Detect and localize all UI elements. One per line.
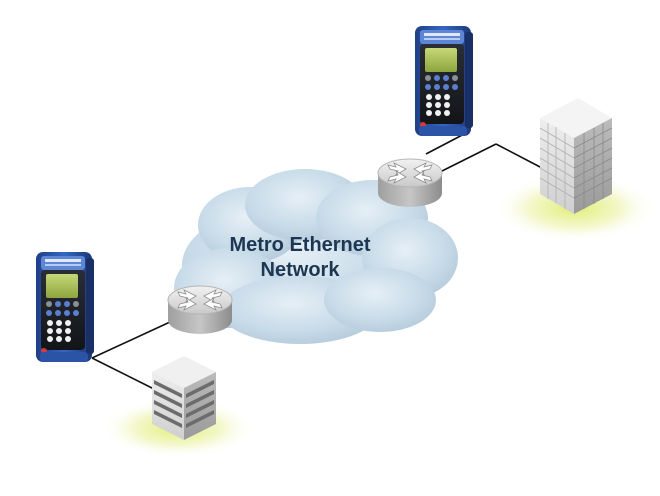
handheld-tester-icon [36, 252, 94, 362]
cloud-label-line1: Metro Ethernet [229, 234, 371, 256]
office-building [539, 98, 613, 214]
cloud-label-line2: Network [260, 259, 340, 281]
router-right [377, 158, 443, 208]
handheld-tester-right [415, 26, 473, 136]
handheld-tester-left [36, 252, 94, 362]
router-left [167, 285, 233, 335]
link-router-building [439, 143, 497, 173]
router-icon [167, 285, 233, 335]
metro-ethernet-cloud [174, 169, 458, 344]
handheld-tester-icon [415, 26, 473, 136]
router-icon [377, 158, 443, 208]
server-rack-icon [152, 356, 216, 440]
link-left-tester-server [91, 357, 161, 393]
link-left-tester-router [91, 321, 171, 359]
server-rack [152, 356, 216, 440]
building-icon [539, 98, 613, 214]
link-building-connector [495, 143, 543, 169]
cloud-label: Metro Ethernet Network [222, 233, 378, 283]
